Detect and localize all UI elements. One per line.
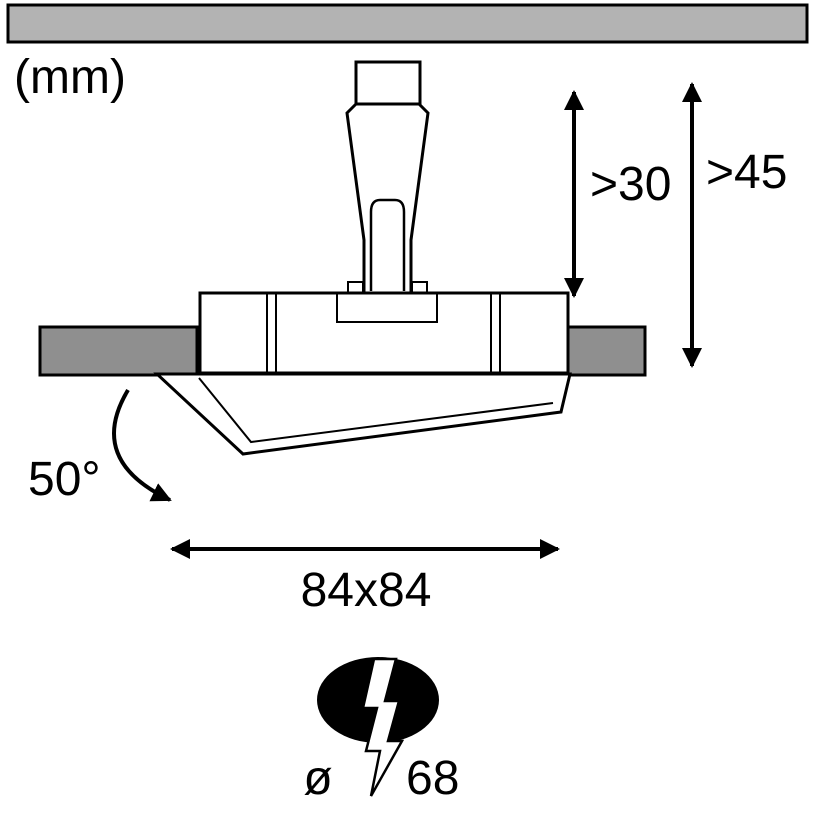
cutout-annotation: ø 68 xyxy=(303,657,459,805)
dim-fixture-size: 84x84 xyxy=(170,539,560,617)
tilt-angle-label: 50° xyxy=(28,453,101,506)
tilt-angle-annotation: 50° xyxy=(28,388,172,506)
dim-recess-depth-label: >30 xyxy=(590,158,671,211)
connector-top xyxy=(354,60,422,106)
dim-fixture-size-label: 84x84 xyxy=(301,564,432,617)
tilted-trim-inner-edge xyxy=(198,377,554,444)
cutout-diameter-value: 68 xyxy=(406,752,459,805)
ceiling-section-right xyxy=(566,325,647,377)
tilt-angle-arc-arrow xyxy=(112,388,172,502)
connector-body xyxy=(345,102,430,295)
luminaire-cross-section xyxy=(38,60,647,456)
unit-label: (mm) xyxy=(14,51,126,104)
connector-cable-slot xyxy=(369,198,406,291)
lightning-bolt-icon xyxy=(361,657,405,797)
housing-pedestal xyxy=(336,293,438,323)
dim-install-depth: >45 xyxy=(682,82,787,368)
dim-recess-depth: >30 xyxy=(564,90,671,298)
ceiling-section-left xyxy=(38,325,199,377)
dim-install-depth-label: >45 xyxy=(706,146,787,199)
tilted-trim xyxy=(153,372,572,456)
cutout-diameter-symbol: ø xyxy=(303,752,332,805)
ceiling-bar xyxy=(6,3,809,44)
housing-body xyxy=(198,291,570,375)
housing-ribs xyxy=(266,293,501,373)
